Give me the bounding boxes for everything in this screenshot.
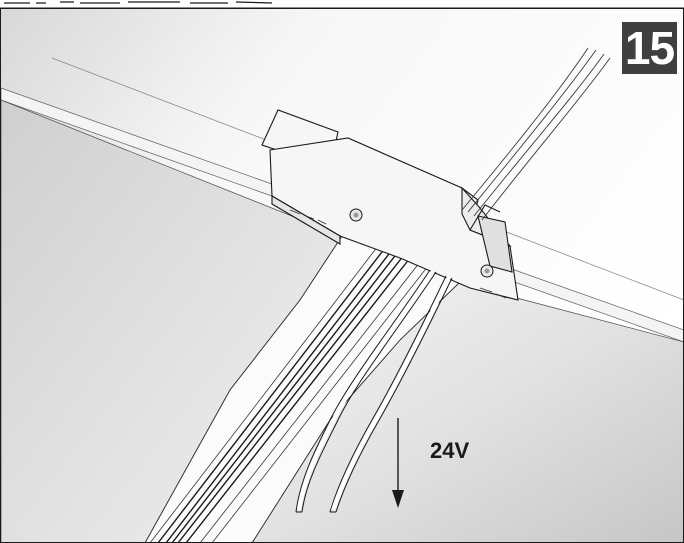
cropped-header-strip xyxy=(4,1,273,4)
lower-cables xyxy=(295,269,453,513)
rail-ticks xyxy=(289,209,507,299)
screw-left xyxy=(349,208,363,222)
cable-fill xyxy=(297,269,451,511)
led-profile-channel xyxy=(144,235,461,543)
arrow-down-icon xyxy=(392,418,404,508)
screw-right xyxy=(480,264,494,278)
voltage-label: 24V xyxy=(430,438,470,463)
mounting-bracket xyxy=(261,109,519,301)
upper-cables xyxy=(461,47,611,221)
step-number-badge: 15 xyxy=(622,22,677,74)
